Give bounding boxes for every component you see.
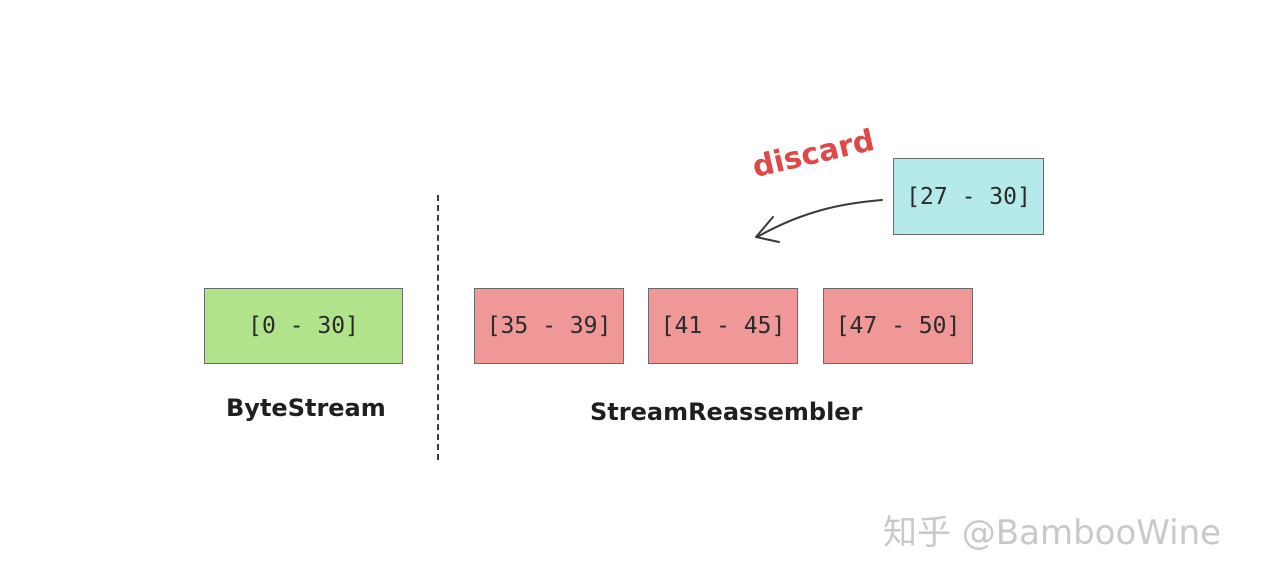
- reassembler-segment-box: [41 - 45]: [648, 288, 798, 364]
- reassembler-segment-box: [47 - 50]: [823, 288, 973, 364]
- discard-label: discard: [749, 123, 878, 185]
- reassembler-segment-box: [35 - 39]: [474, 288, 624, 364]
- bytestream-segment-box: [0 - 30]: [204, 288, 403, 364]
- section-divider: [437, 195, 439, 460]
- reassembler-segment-label: [47 - 50]: [835, 313, 961, 339]
- incoming-segment-label: [27 - 30]: [906, 183, 1031, 210]
- bytestream-title: ByteStream: [226, 394, 386, 422]
- incoming-segment-box: [27 - 30]: [893, 158, 1044, 235]
- reassembler-title: StreamReassembler: [590, 398, 863, 426]
- bytestream-segment-label: [0 - 30]: [248, 313, 359, 339]
- reassembler-segment-label: [41 - 45]: [660, 313, 786, 339]
- watermark-text: 知乎 @BambooWine: [883, 513, 1222, 553]
- reassembler-segment-label: [35 - 39]: [486, 313, 612, 339]
- curved-arrow-left-icon: [755, 199, 883, 243]
